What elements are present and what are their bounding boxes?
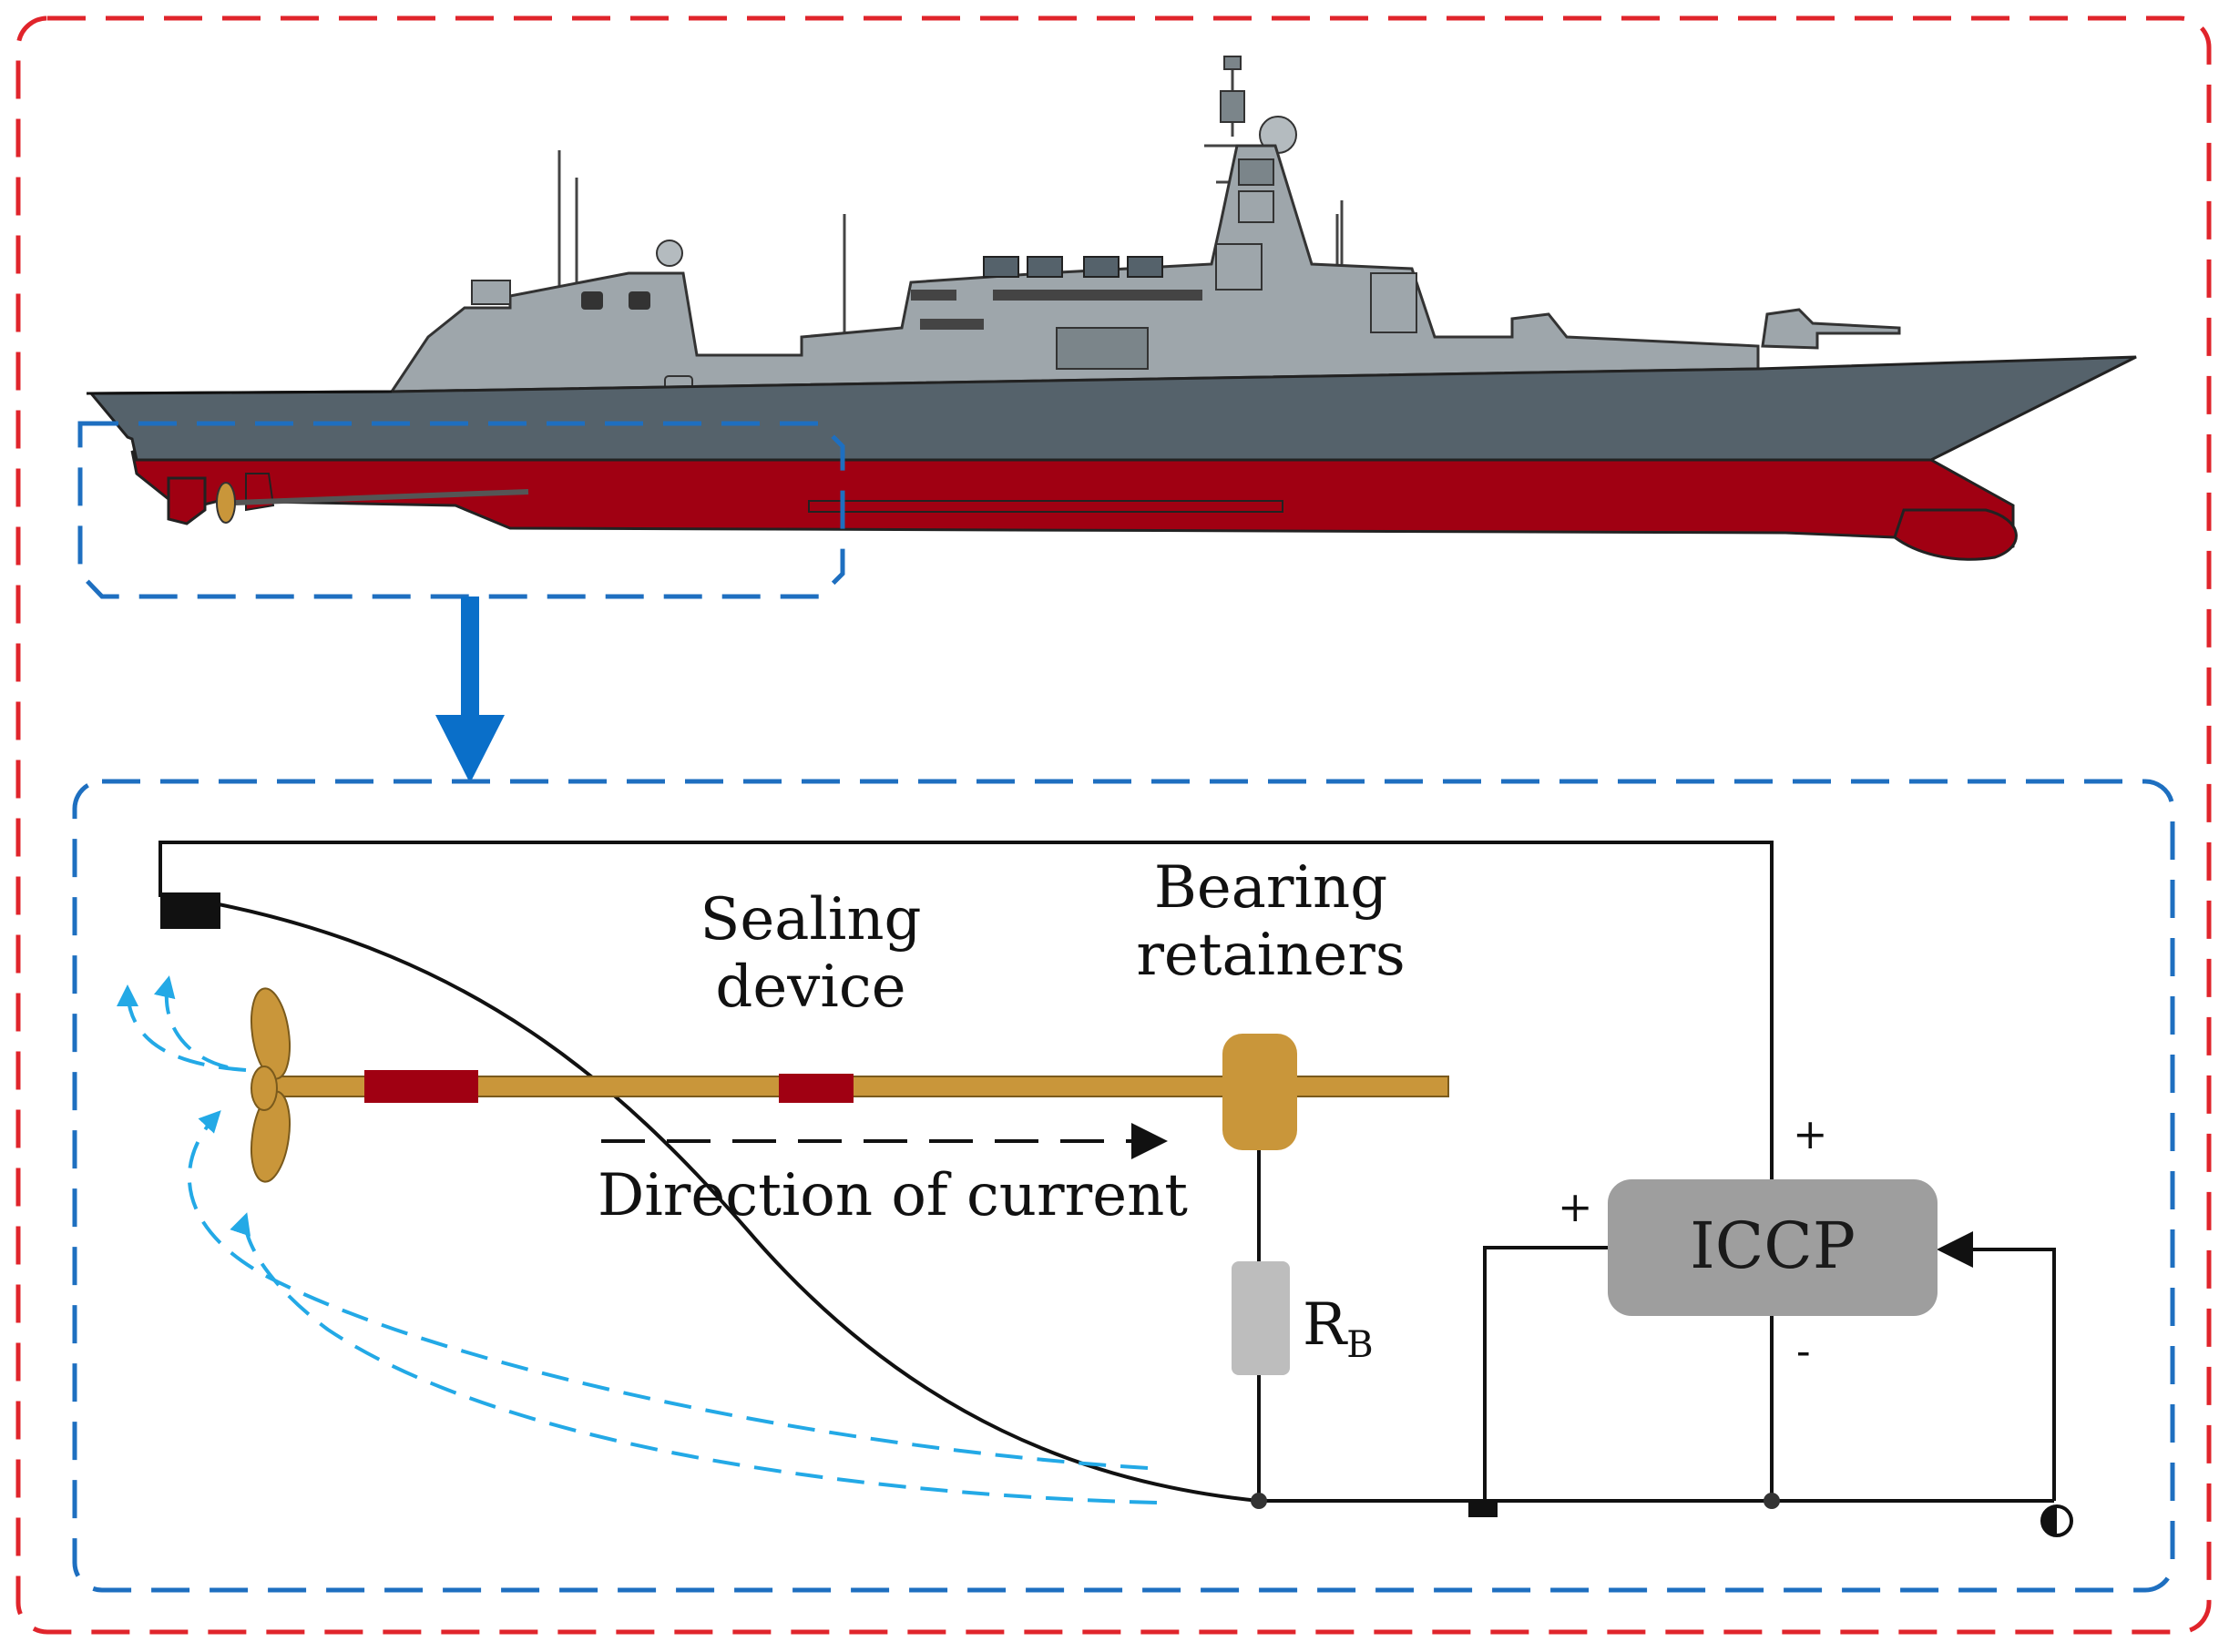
propeller-icon (251, 987, 291, 1183)
junction-node (1764, 1493, 1780, 1509)
ground-terminal (2040, 1504, 2073, 1537)
ship-illustration (86, 56, 2137, 561)
bearing-label-line1: Bearing (1153, 854, 1388, 922)
resistor-label: RB (1303, 1293, 1374, 1365)
reference-electrode (1468, 1503, 1498, 1517)
direction-of-current-label: Direction of current (598, 1162, 1188, 1229)
current-flow-paths (117, 975, 1158, 1504)
resistor-label-sub: B (1346, 1324, 1374, 1366)
minus-label: - (1796, 1326, 1811, 1375)
bearing-retainer (1222, 1034, 1297, 1150)
junction-node (1251, 1493, 1267, 1509)
seal-block (364, 1070, 478, 1103)
sealing-label-line2: device (715, 953, 906, 1022)
sealing-device (779, 1074, 854, 1103)
bearing-retainers-label: Bearing retainers (1120, 856, 1421, 988)
detail-frame (72, 779, 2175, 1593)
sealing-device-label: Sealing device (665, 888, 956, 1020)
outer-frame (15, 15, 2212, 1635)
resistor-label-main: R (1303, 1291, 1347, 1359)
resistor-rb (1232, 1261, 1290, 1375)
iccp-unit (1608, 1179, 1938, 1316)
zoom-arrow (435, 597, 505, 783)
plus-left-label: + (1558, 1182, 1593, 1231)
iccp-label: ICCP (1690, 1208, 1856, 1283)
sealing-label-line1: Sealing (700, 886, 922, 953)
bearing-label-line2: retainers (1136, 922, 1406, 990)
circuit-wires (158, 841, 2056, 1503)
anode-block (160, 892, 220, 929)
plus-top-label: + (1793, 1109, 1828, 1158)
